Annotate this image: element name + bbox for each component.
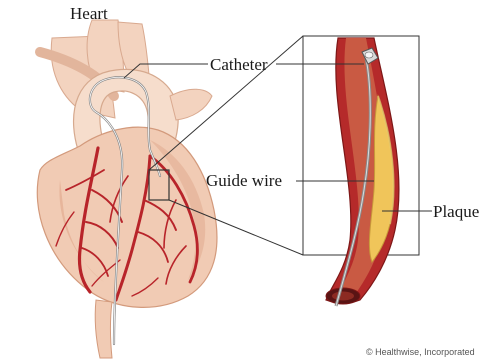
heart-body <box>37 127 217 358</box>
heart-label: Heart <box>70 5 108 22</box>
catheter-label: Catheter <box>210 56 268 73</box>
copyright-credit: © Healthwise, Incorporated <box>366 347 475 357</box>
guide-wire-label: Guide wire <box>206 172 282 189</box>
plaque-label: Plaque <box>433 203 479 220</box>
